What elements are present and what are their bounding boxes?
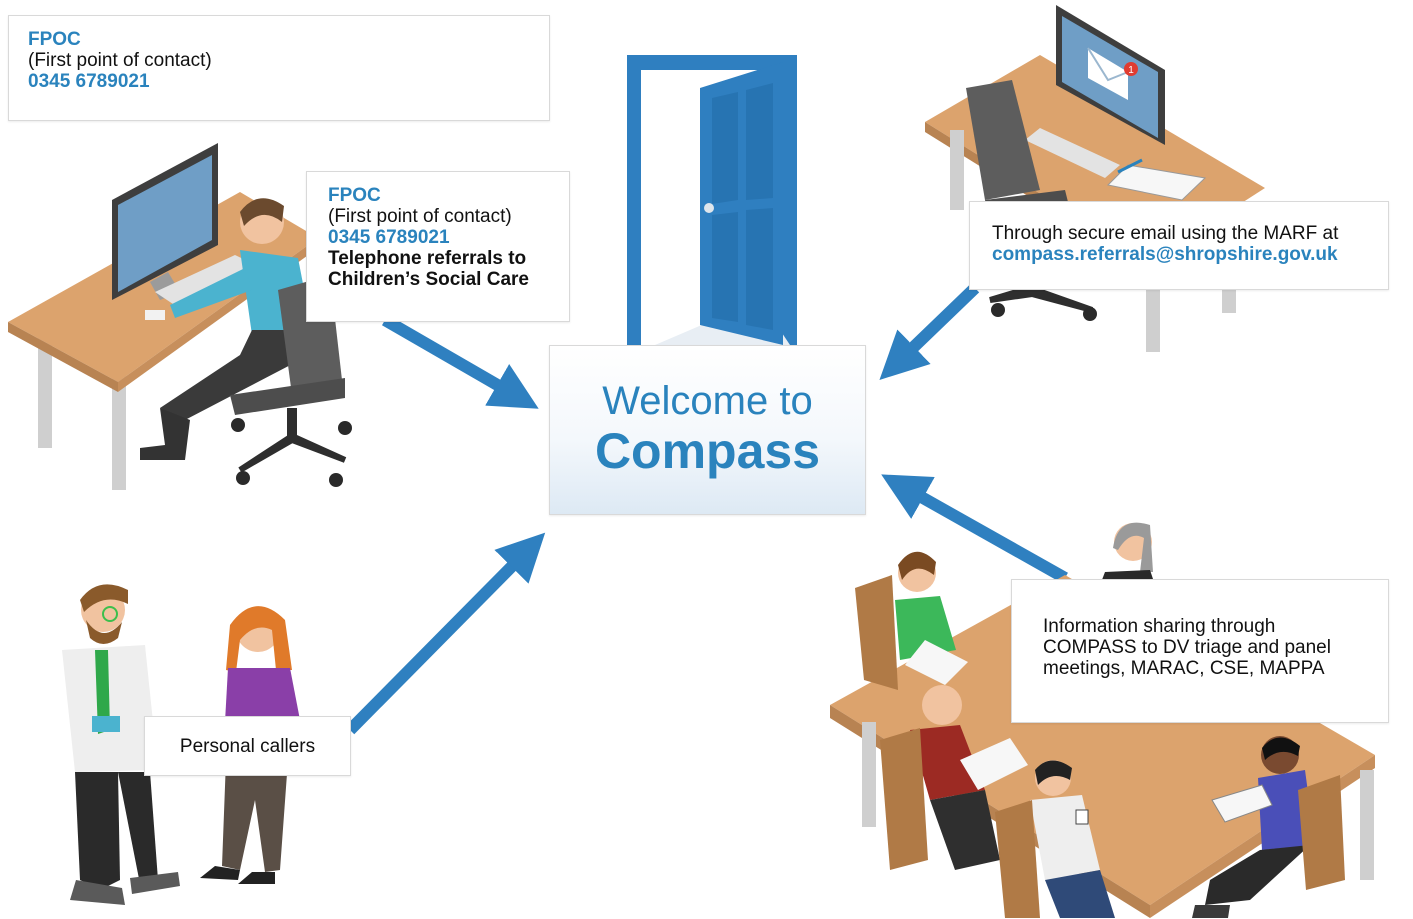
personal-callers-label: Personal callers bbox=[179, 736, 316, 757]
welcome-line1: Welcome to bbox=[602, 379, 813, 423]
telephone-fpoc-phone: 0345 6789021 bbox=[328, 227, 450, 248]
information-sharing-box: Information sharing through COMPASS to D… bbox=[1011, 579, 1389, 723]
secure-email-box: Through secure email using the MARF at c… bbox=[969, 201, 1389, 290]
telephone-fpoc-title: FPOC bbox=[328, 185, 381, 206]
telephone-operator-desk-illustration bbox=[8, 143, 352, 490]
welcome-to-compass-box: Welcome to Compass bbox=[549, 345, 866, 515]
telephone-desc-line2: Children’s Social Care bbox=[328, 269, 529, 290]
fpoc-subtitle: (First point of contact) bbox=[28, 50, 212, 71]
telephone-desc-line1: Telephone referrals to bbox=[328, 248, 527, 269]
arrows bbox=[345, 283, 1068, 735]
info-line2: COMPASS to DV triage and panel bbox=[1043, 637, 1331, 658]
meeting-table-illustration bbox=[830, 522, 1375, 918]
arrow-personal-callers-to-compass bbox=[345, 532, 546, 735]
email-address-link[interactable]: compass.referrals@shropshire.gov.uk bbox=[992, 244, 1338, 265]
fpoc-title: FPOC bbox=[28, 29, 81, 50]
notification-badge-icon: 1 bbox=[1128, 65, 1134, 76]
open-door-illustration bbox=[627, 55, 797, 345]
telephone-referral-box: FPOC (First point of contact) 0345 67890… bbox=[306, 171, 570, 322]
telephone-fpoc-subtitle: (First point of contact) bbox=[328, 206, 512, 227]
welcome-line2: Compass bbox=[594, 423, 821, 479]
info-line1: Information sharing through bbox=[1043, 616, 1276, 637]
email-computer-desk-illustration: 1 bbox=[925, 5, 1265, 352]
fpoc-contact-box: FPOC (First point of contact) 0345 67890… bbox=[8, 15, 550, 121]
fpoc-phone: 0345 6789021 bbox=[28, 71, 150, 92]
arrow-email-to-compass bbox=[879, 283, 980, 380]
personal-callers-box: Personal callers bbox=[144, 716, 351, 776]
email-desc: Through secure email using the MARF at bbox=[992, 223, 1339, 244]
personal-callers-illustration bbox=[62, 584, 300, 905]
arrow-telephone-to-compass bbox=[381, 314, 539, 409]
info-line3: meetings, MARAC, CSE, MAPPA bbox=[1043, 658, 1325, 679]
arrow-info-sharing-to-compass bbox=[881, 474, 1068, 584]
